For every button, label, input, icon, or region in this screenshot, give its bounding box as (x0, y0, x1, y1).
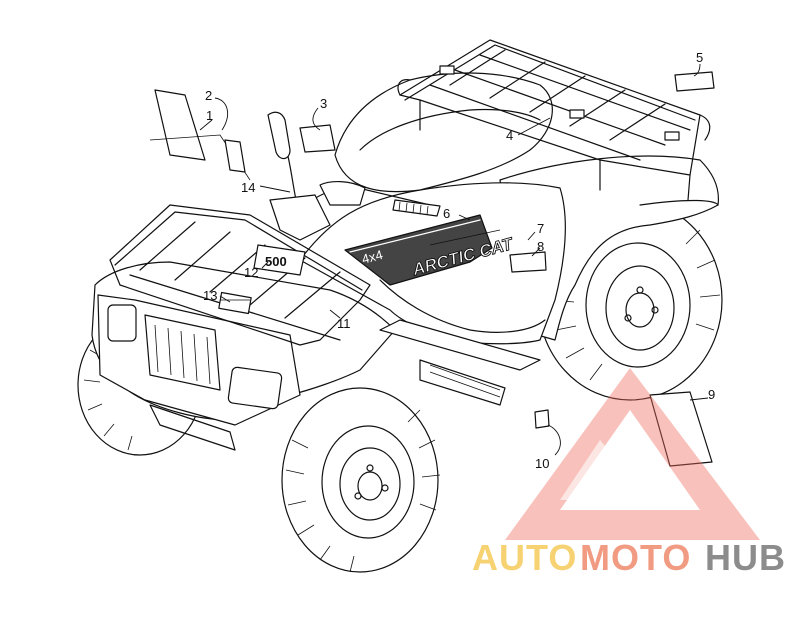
callout-14: 14 (241, 180, 255, 195)
rear-rack (397, 39, 711, 201)
side-decal-small-text: 4x4 (360, 247, 384, 267)
front-rack (109, 204, 371, 346)
callout-2: 2 (205, 88, 212, 103)
footrest (379, 319, 541, 406)
callout-11: 11 (337, 316, 351, 331)
callout-9: 9 (708, 387, 715, 402)
callout-1: 1 (206, 108, 213, 123)
callout-5: 5 (696, 50, 703, 65)
watermark-logo: AUTO MOTO HUB (472, 368, 786, 578)
callout-3: 3 (320, 96, 327, 111)
watermark-part3: HUB (705, 537, 786, 578)
watermark-part2: MOTO (580, 537, 691, 578)
front-badge-text: 500 (265, 254, 287, 269)
callout-12: 12 (244, 265, 258, 280)
callout-10: 10 (535, 456, 549, 471)
callout-6: 6 (443, 206, 450, 221)
callout-leaders (199, 63, 709, 456)
front-grille-assembly (97, 294, 301, 451)
handlebar-assembly (267, 111, 441, 241)
callout-13: 13 (203, 288, 217, 303)
callout-4: 4 (506, 128, 513, 143)
callout-labels: 1 2 3 4 5 6 7 8 9 10 11 12 13 14 (203, 50, 715, 471)
callout-8: 8 (537, 239, 544, 254)
watermark-part1: AUTO (472, 537, 577, 578)
decal-parts (149, 71, 715, 467)
callout-7: 7 (537, 221, 544, 236)
front-model-badge: 500 (253, 244, 306, 276)
front-right-wheel (281, 387, 441, 573)
